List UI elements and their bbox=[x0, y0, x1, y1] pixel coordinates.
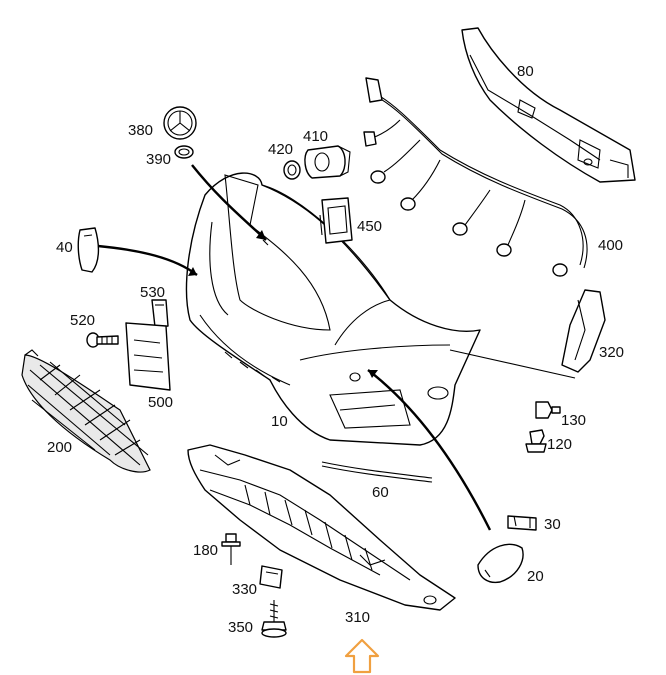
part-label-390: 390 bbox=[146, 151, 172, 168]
part-label-310: 310 bbox=[345, 609, 371, 626]
bolt-130[interactable] bbox=[535, 401, 561, 419]
part-label-330: 330 bbox=[232, 581, 258, 598]
part-label-380: 380 bbox=[128, 122, 154, 139]
part-label-520: 520 bbox=[70, 312, 96, 329]
emblem-ring[interactable] bbox=[174, 145, 194, 159]
side-bracket[interactable] bbox=[449, 289, 606, 379]
tow-hook-cap-right[interactable] bbox=[477, 543, 524, 584]
emblem-star[interactable] bbox=[163, 106, 197, 140]
part-label-530: 530 bbox=[140, 284, 166, 301]
license-plate-clip[interactable] bbox=[151, 299, 169, 328]
part-label-450: 450 bbox=[357, 218, 383, 235]
part-label-320: 350 bbox=[228, 619, 254, 636]
sensor-bracket[interactable] bbox=[319, 197, 353, 244]
part-label-180: 180 bbox=[193, 542, 219, 559]
screw-520[interactable] bbox=[86, 332, 119, 348]
lower-grille[interactable] bbox=[21, 349, 151, 473]
trim-strip[interactable] bbox=[321, 461, 433, 483]
part-label-20: 20 bbox=[527, 568, 544, 585]
clip-30[interactable] bbox=[507, 515, 537, 531]
license-plate-holder[interactable] bbox=[125, 322, 171, 391]
bumper-cover[interactable] bbox=[185, 172, 481, 446]
clip-nut-330[interactable] bbox=[259, 565, 283, 589]
parking-sensor[interactable] bbox=[304, 145, 351, 179]
part-label-40: 40 bbox=[56, 239, 73, 256]
part-label-120: 120 bbox=[547, 436, 573, 453]
part-label-10: 10 bbox=[271, 413, 288, 430]
part-label-200: 200 bbox=[47, 439, 73, 456]
part-label-420: 420 bbox=[268, 141, 294, 158]
part-label-410: 410 bbox=[303, 128, 329, 145]
screw-120[interactable] bbox=[525, 429, 547, 453]
screw-320[interactable] bbox=[261, 600, 287, 638]
part-label-80: 80 bbox=[517, 63, 534, 80]
part-label-130: 130 bbox=[561, 412, 587, 429]
part-label-350: 320 bbox=[599, 344, 625, 361]
part-label-400: 400 bbox=[598, 237, 624, 254]
tow-hook-cap-left[interactable] bbox=[77, 227, 100, 273]
bumper-mount-bracket[interactable] bbox=[461, 27, 636, 183]
part-label-60: 60 bbox=[372, 484, 389, 501]
sensor-ring[interactable] bbox=[283, 160, 301, 180]
part-label-500: 500 bbox=[148, 394, 174, 411]
underbody-cover[interactable] bbox=[187, 444, 456, 611]
part-label-30: 30 bbox=[544, 516, 561, 533]
screw-180[interactable] bbox=[221, 533, 241, 565]
highlight-up-arrow bbox=[344, 638, 380, 674]
wiring-harness[interactable] bbox=[363, 77, 588, 277]
